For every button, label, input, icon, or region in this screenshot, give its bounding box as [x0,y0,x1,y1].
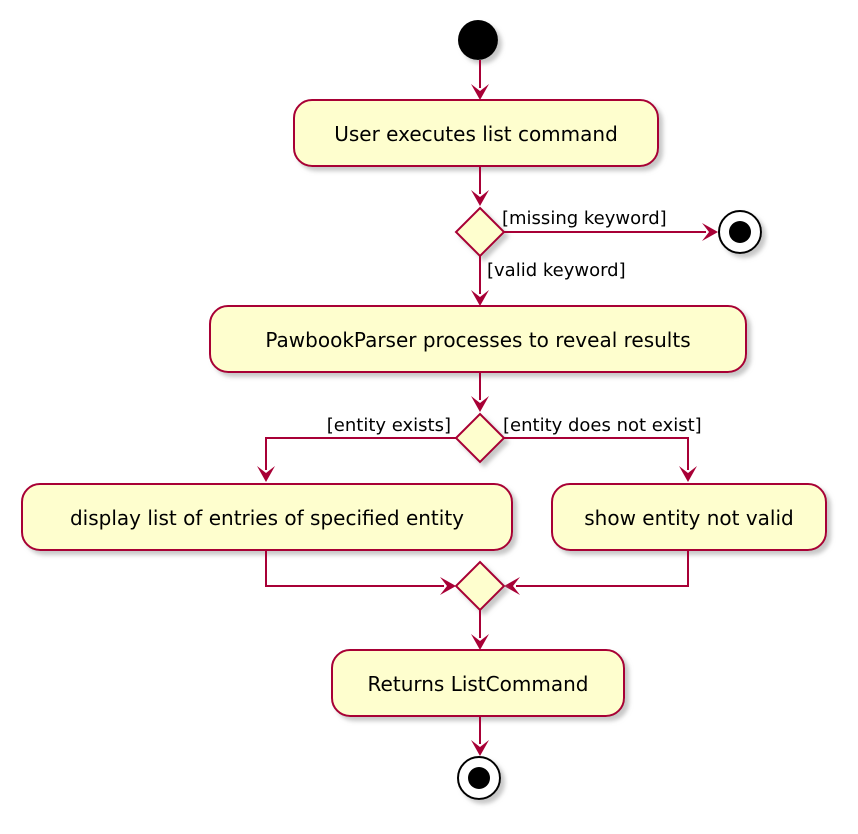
edge-arrowhead [471,634,489,650]
end-node-inner [468,767,490,789]
edge-arrowhead [679,466,697,482]
edge-show-invalid-to-merge [516,550,689,587]
edge-arrowhead [471,190,489,206]
activity-user-executes-label: User executes list command [334,122,618,146]
guard-missing-keyword: [missing keyword] [502,208,667,229]
activity-parser-processes-label: PawbookParser processes to reveal result… [265,328,690,352]
activity-returns-command-label: Returns ListCommand [368,672,589,696]
decision-entity-diamond [454,412,506,464]
activity-parser-processes-box [209,305,747,373]
activity-returns-command-box [331,649,625,717]
guard-entity-exists: [entity exists] [327,415,451,436]
edge-arrowhead [471,740,489,756]
edge-entity-not-exist [504,437,689,470]
edge-arrowhead [471,396,489,412]
activity-show-invalid-label: show entity not valid [584,506,793,530]
edge-arrowhead [504,577,520,595]
edge-arrowhead [440,577,456,595]
merge-diamond [454,560,506,612]
decision-keyword-diamond [454,206,506,258]
start-node [458,20,498,60]
edge-display-list-to-merge [265,550,444,587]
end-node-inner [729,221,751,243]
guard-valid-keyword: [valid keyword] [487,260,626,281]
edge-arrowhead [471,84,489,100]
activity-display-list-label: display list of entries of specified ent… [70,506,464,530]
activity-user-executes-box [293,99,659,167]
edge-entity-exists [265,437,456,470]
edge-arrowhead [702,223,718,241]
edge-arrowhead [257,466,275,482]
edge-arrowhead [471,290,489,306]
guard-entity-not-exist: [entity does not exist] [503,415,702,436]
